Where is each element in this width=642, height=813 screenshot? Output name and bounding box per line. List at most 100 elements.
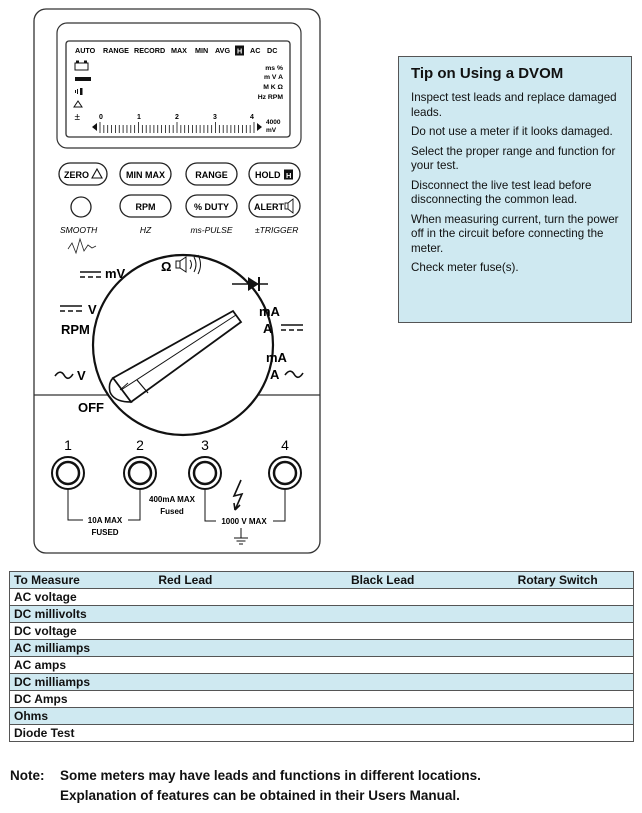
scale-tick-label: 1 (137, 114, 141, 121)
table-cell-red[interactable] (154, 588, 347, 606)
duty-button[interactable]: % DUTY (185, 194, 238, 218)
trigger-caption: ±TRIGGER (255, 225, 298, 235)
rpm-button[interactable]: RPM (119, 194, 172, 218)
zero-button[interactable]: ZERO (58, 162, 108, 186)
table-row: Diode Test (9, 724, 634, 742)
table-cell-red[interactable] (154, 724, 347, 742)
table-row: AC milliamps (9, 639, 634, 657)
table-cell-measure: Diode Test (9, 724, 155, 742)
table-cell-measure: AC voltage (9, 588, 155, 606)
dc-symbol-icon (281, 324, 303, 331)
jack-1[interactable] (51, 456, 85, 490)
jack-4[interactable] (268, 456, 302, 490)
scale-left-arrow-icon (92, 123, 97, 131)
jack-number-3: 3 (201, 437, 209, 453)
table-cell-switch[interactable] (513, 707, 634, 725)
table-cell-black[interactable] (346, 707, 514, 725)
dial-label-rpm: RPM (61, 322, 90, 337)
lcd-units-row3: M K Ω (263, 84, 283, 91)
lcd-label-avg: AVG (215, 46, 230, 55)
table-row: AC amps (9, 656, 634, 674)
table-cell-switch[interactable] (513, 639, 634, 657)
smooth-waveform-icon (67, 237, 97, 255)
table-cell-switch[interactable] (513, 690, 634, 708)
scale-right-arrow-icon (257, 123, 262, 131)
table-cell-red[interactable] (154, 656, 347, 674)
tip-item: Select the proper range and function for… (411, 144, 616, 173)
table-cell-black[interactable] (346, 656, 514, 674)
table-header-rotary-switch: Rotary Switch (513, 571, 634, 589)
range-button[interactable]: RANGE (185, 162, 238, 186)
table-cell-measure: AC amps (9, 656, 155, 674)
dial-label-off: OFF (78, 400, 104, 415)
duty-button-label: % DUTY (194, 202, 229, 212)
table-header-red-lead: Red Lead (154, 571, 347, 589)
dial-label-ma-dc: mA (259, 304, 281, 319)
smooth-button[interactable] (70, 196, 92, 218)
rotary-knob-pointer (108, 309, 243, 404)
table-cell-red[interactable] (154, 639, 347, 657)
table-cell-measure: DC millivolts (9, 605, 155, 623)
table-cell-switch[interactable] (513, 656, 634, 674)
table-cell-red[interactable] (154, 673, 347, 691)
ac-symbol-icon (54, 371, 74, 380)
table-row: Ohms (9, 707, 634, 725)
plusminus-icon: ± (75, 112, 81, 123)
dial-label-v-dc: V (88, 302, 97, 317)
jack-2[interactable] (123, 456, 157, 490)
lcd-label-ac: AC (250, 46, 260, 55)
jack3-label: 1000 V MAX (221, 517, 267, 526)
table-cell-red[interactable] (154, 707, 347, 725)
table-cell-black[interactable] (346, 588, 514, 606)
lcd-label-record: RECORD (134, 46, 165, 55)
table-cell-red[interactable] (154, 605, 347, 623)
hold-button[interactable]: HOLD H (248, 162, 301, 186)
dial-label-v-ac: V (77, 368, 86, 383)
tip-item: Inspect test leads and replace damaged l… (411, 91, 617, 119)
hold-button-label: HOLD (255, 170, 281, 180)
table-cell-black[interactable] (346, 690, 514, 708)
jack-number-2: 2 (136, 437, 144, 453)
scale-unit-label: mV (266, 127, 277, 134)
lcd-label-min: MIN (195, 46, 208, 55)
dial-label-mv: mV (105, 266, 126, 281)
table-row: AC voltage (9, 588, 634, 606)
table-cell-switch[interactable] (513, 673, 634, 691)
hold-badge: H (286, 171, 291, 180)
lcd-label-max: MAX (171, 46, 187, 55)
scale-tick-label: 2 (175, 114, 179, 121)
dc-symbol-icon (80, 271, 101, 278)
lcd-label-auto: AUTO (75, 46, 96, 55)
minmax-button[interactable]: MIN MAX (119, 162, 172, 186)
lcd-label-dc: DC (267, 46, 277, 55)
table-cell-black[interactable] (346, 639, 514, 657)
table-cell-switch[interactable] (513, 588, 634, 606)
alert-button[interactable]: ALERT (248, 194, 301, 218)
table-cell-measure: DC voltage (9, 622, 155, 640)
jack-3[interactable] (188, 456, 222, 490)
table-cell-black[interactable] (346, 724, 514, 742)
jack2-label-line1: 400mA MAX (149, 495, 196, 504)
hz-caption: HZ (140, 225, 152, 235)
range-button-label: RANGE (195, 170, 228, 180)
scale-tick-label: 0 (99, 114, 103, 121)
table-cell-switch[interactable] (513, 622, 634, 640)
jack1-label-line1: 10A MAX (88, 516, 123, 525)
measurement-table: To Measure Red Lead Black Lead Rotary Sw… (9, 571, 634, 742)
dial-label-a-ac: A (270, 367, 280, 382)
smooth-caption: SMOOTH (60, 225, 98, 235)
table-cell-switch[interactable] (513, 724, 634, 742)
table-header-to-measure: To Measure (9, 571, 155, 589)
footnote: Note:Some meters may have leads and func… (10, 766, 481, 806)
table-cell-red[interactable] (154, 622, 347, 640)
table-row: DC Amps (9, 690, 634, 708)
table-cell-switch[interactable] (513, 605, 634, 623)
tip-item: Do not use a meter if it looks damaged. (411, 125, 613, 138)
table-cell-red[interactable] (154, 690, 347, 708)
tip-item: Disconnect the live test lead before dis… (411, 178, 592, 207)
table-cell-black[interactable] (346, 605, 514, 623)
table-cell-black[interactable] (346, 622, 514, 640)
table-cell-black[interactable] (346, 673, 514, 691)
speaker-icon (284, 198, 294, 214)
table-header-black-lead: Black Lead (346, 571, 514, 589)
